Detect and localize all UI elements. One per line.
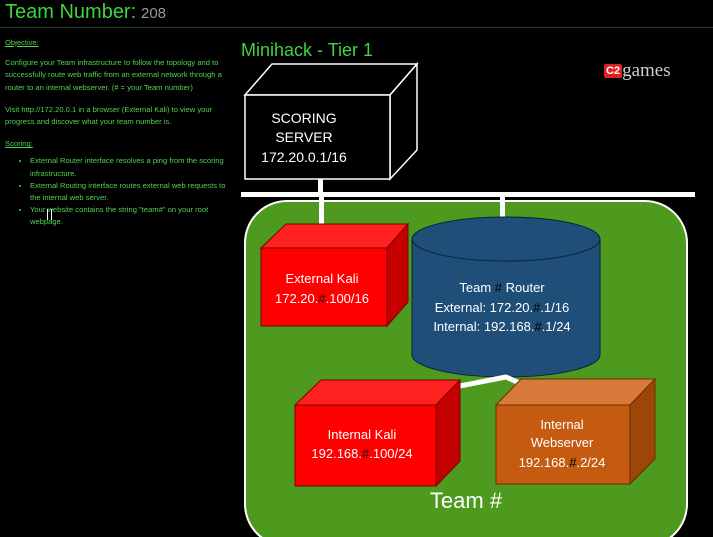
scoring-server-line1: SCORING [271,110,336,126]
external-kali-ip: 172.20.#.100/16 [275,291,369,306]
scoring-item: External Router interface resolves a pin… [30,155,227,179]
visit-text: Visit http://172.20.0.1 in a browser (Ex… [5,104,213,127]
server-link [318,179,323,193]
webserver-line1: Internal [540,417,583,432]
scoring-list: External Router interface resolves a pin… [5,155,227,228]
external-kali-link [319,197,324,248]
scoring-item: Your website contains the string "team#"… [30,204,227,228]
objective-text: Configure your Team infrastructure to fo… [5,58,222,92]
webserver-ip: 192.168.#.2/24 [519,455,606,470]
logo-badge: C2 [604,64,623,78]
header-bar: Team Number: 208 [0,0,713,28]
internal-webserver-box: Internal Webserver 192.168.#.2/24 [494,377,657,486]
router-external-ip: External: 172.20.#.1/16 [435,300,569,315]
team-number-label: Team Number: [5,1,137,23]
team-number-value: 208 [141,5,167,22]
router-internal-ip: Internal: 192.168.#.1/24 [433,319,570,334]
team-router: Team # Router External: 172.20.#.1/16 In… [411,216,601,378]
internal-kali-ip: 192.168.#.100/24 [311,446,412,461]
team-area-label: Team # [430,488,503,513]
instructions-panel: Objective: Configure your Team infrastru… [5,37,227,229]
logo-text: games [622,60,671,81]
objective-heading: Objective: [5,38,39,47]
diagram-title: Minihack - Tier 1 [241,40,373,60]
scoring-heading: Scoring: [5,139,33,149]
scoring-server: SCORING SERVER 172.20.0.1/16 [243,61,419,181]
scoring-server-line2: SERVER [275,129,332,145]
scoring-server-ip: 172.20.0.1/16 [261,149,347,165]
internal-kali-box: Internal Kali 192.168.#.100/24 [293,378,462,488]
external-network-bus [241,192,695,197]
router-name: Team # Router [459,280,545,295]
external-kali-box: External Kali 172.20.#.100/16 [259,222,410,328]
external-kali-name: External Kali [286,271,359,286]
scoring-item: External Routing interface routes extern… [30,180,227,204]
internal-kali-name: Internal Kali [328,427,397,442]
webserver-line2: Webserver [531,435,594,450]
text-cursor-icon [47,209,52,220]
